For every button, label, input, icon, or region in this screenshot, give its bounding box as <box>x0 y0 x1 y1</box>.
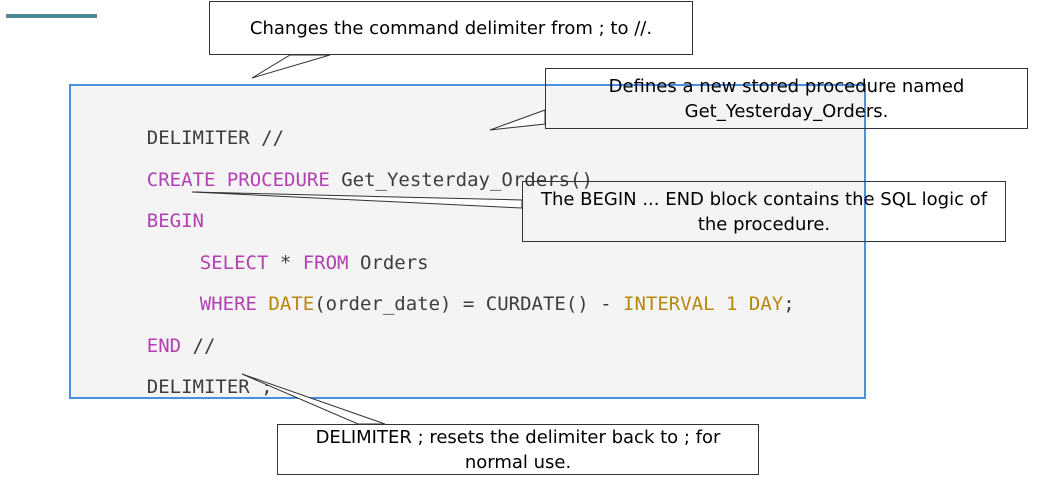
code-text: DELIMITER // <box>146 127 285 149</box>
code-line-select: SELECT * FROM Orders <box>154 218 429 274</box>
callout-begin-end: The BEGIN ... END block contains the SQL… <box>522 181 1006 242</box>
callout-text: Changes the command delimiter from ; to … <box>249 17 653 39</box>
keyword-where: WHERE <box>199 293 257 315</box>
code-line-begin: BEGIN <box>101 176 204 232</box>
code-text: ; <box>783 293 795 315</box>
code-line-create-procedure: CREATE PROCEDURE Get_Yesterday_Orders() <box>101 135 593 191</box>
callout-delimiter-reset: DELIMITER ; resets the delimiter back to… <box>277 424 759 475</box>
interval-number: 1 <box>726 293 738 315</box>
keyword-from: FROM <box>302 252 349 274</box>
keyword-interval: INTERVAL <box>623 293 715 315</box>
function-date: DATE <box>268 293 315 315</box>
keyword-select: SELECT <box>199 252 269 274</box>
procedure-name: Get_Yesterday_Orders() <box>329 169 593 191</box>
keyword-day: DAY <box>748 293 784 315</box>
table-name: Orders <box>348 252 429 274</box>
keyword-end: END <box>146 335 182 357</box>
callout-text: Defines a new stored procedure named Get… <box>608 75 965 122</box>
code-line-delimiter-reset: DELIMITER ; <box>101 342 273 398</box>
code-line-end: END // <box>101 301 216 357</box>
callout-text: DELIMITER ; resets the delimiter back to… <box>315 426 721 473</box>
keyword-begin: BEGIN <box>146 210 204 232</box>
sql-code-panel: DELIMITER // CREATE PROCEDURE Get_Yester… <box>69 84 866 399</box>
callout-text: The BEGIN ... END block contains the SQL… <box>540 188 988 235</box>
code-text: DELIMITER ; <box>146 376 273 398</box>
leader-create-procedure <box>489 109 546 131</box>
code-text: * <box>268 252 303 274</box>
title-accent-bar <box>6 14 97 18</box>
code-text: (order_date) = CURDATE() - <box>314 293 624 315</box>
leader-delimiter-reset <box>241 373 386 425</box>
keyword-create-procedure: CREATE PROCEDURE <box>146 169 330 191</box>
code-line-where: WHERE DATE(order_date) = CURDATE() - INT… <box>154 259 795 315</box>
code-text: // <box>181 335 216 357</box>
callout-delimiter-change: Changes the command delimiter from ; to … <box>209 1 693 55</box>
code-line-delimiter-set: DELIMITER // <box>101 93 284 149</box>
leader-delimiter-change <box>251 54 331 79</box>
callout-create-procedure: Defines a new stored procedure named Get… <box>545 68 1028 129</box>
leader-begin-end <box>191 191 523 209</box>
